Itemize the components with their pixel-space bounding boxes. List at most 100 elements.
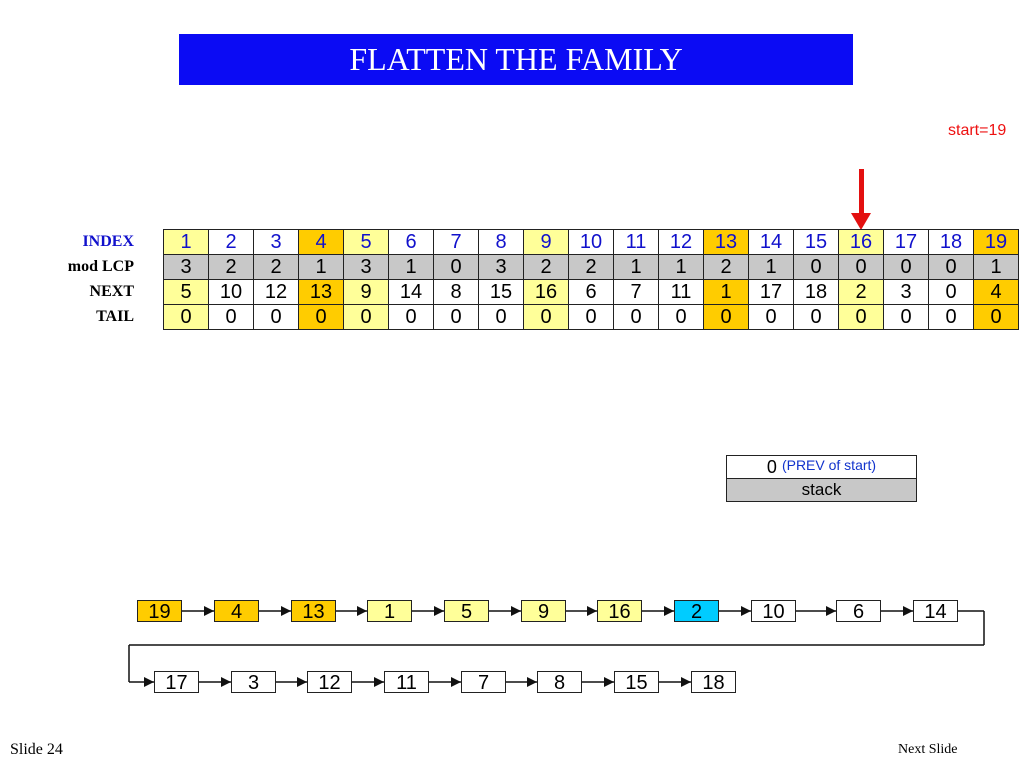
- chain-node: 19: [137, 600, 182, 623]
- next-slide-link[interactable]: Next Slide: [898, 742, 958, 757]
- index-cell: 18: [928, 229, 974, 255]
- index-cell: 3: [253, 229, 299, 255]
- tail-cell: 0: [613, 304, 659, 330]
- chain-arrowhead: [903, 606, 913, 616]
- pointer-arrow-head: [851, 213, 871, 230]
- lcp-cell: 0: [433, 254, 479, 280]
- stack-label: stack: [726, 478, 917, 502]
- lcp-cell: 1: [658, 254, 704, 280]
- next-cell: 7: [613, 279, 659, 305]
- chain-arrowhead: [664, 606, 674, 616]
- chain-node: 14: [913, 600, 958, 623]
- index-cell: 6: [388, 229, 434, 255]
- next-cell: 6: [568, 279, 614, 305]
- tail-cell: 0: [973, 304, 1019, 330]
- next-cell: 0: [928, 279, 974, 305]
- row-label-tail: TAIL: [96, 308, 134, 325]
- tail-cell: 0: [883, 304, 929, 330]
- chain-node: 11: [384, 671, 429, 694]
- chain-arrowhead: [826, 606, 836, 616]
- next-cell: 12: [253, 279, 299, 305]
- chain-arrowhead: [741, 606, 751, 616]
- chain-node: 3: [231, 671, 276, 694]
- chain-node: 1: [367, 600, 412, 623]
- index-cell: 11: [613, 229, 659, 255]
- index-cell: 4: [298, 229, 344, 255]
- next-cell: 5: [163, 279, 209, 305]
- index-cell: 2: [208, 229, 254, 255]
- index-cell: 10: [568, 229, 614, 255]
- tail-cell: 0: [253, 304, 299, 330]
- lcp-cell: 2: [703, 254, 749, 280]
- stack-box: 0 (PREV of start) stack: [726, 455, 917, 502]
- next-cell: 1: [703, 279, 749, 305]
- next-cell: 8: [433, 279, 479, 305]
- stack-note: (PREV of start): [781, 456, 877, 473]
- tail-cell: 0: [703, 304, 749, 330]
- chain-node: 17: [154, 671, 199, 694]
- tail-cell: 0: [748, 304, 794, 330]
- chain-node: 6: [836, 600, 881, 623]
- chain-arrowhead: [221, 677, 231, 687]
- chain-node: 4: [214, 600, 259, 623]
- index-cell: 14: [748, 229, 794, 255]
- chain-node: 10: [751, 600, 796, 623]
- index-cell: 9: [523, 229, 569, 255]
- chain-arrowhead: [511, 606, 521, 616]
- chain-arrowhead: [357, 606, 367, 616]
- chain-node: 7: [461, 671, 506, 694]
- lcp-cell: 3: [163, 254, 209, 280]
- slide-number: Slide 24: [10, 741, 63, 758]
- lcp-cell: 1: [388, 254, 434, 280]
- chain-arrowhead: [297, 677, 307, 687]
- chain-arrowhead: [374, 677, 384, 687]
- index-cell: 7: [433, 229, 479, 255]
- chain-arrowhead: [434, 606, 444, 616]
- row-label-index: INDEX: [82, 233, 134, 250]
- pointer-arrow-shaft: [859, 169, 864, 215]
- chain-arrowhead: [204, 606, 214, 616]
- index-cell: 1: [163, 229, 209, 255]
- lcp-cell: 1: [973, 254, 1019, 280]
- chain-arrowhead: [587, 606, 597, 616]
- row-label-lcp: mod LCP: [67, 258, 134, 275]
- tail-cell: 0: [298, 304, 344, 330]
- next-cell: 13: [298, 279, 344, 305]
- index-cell: 17: [883, 229, 929, 255]
- lcp-cell: 1: [298, 254, 344, 280]
- chain-node: 15: [614, 671, 659, 694]
- lcp-cell: 0: [793, 254, 839, 280]
- chain-arrowhead: [527, 677, 537, 687]
- tail-cell: 0: [928, 304, 974, 330]
- tail-cell: 0: [838, 304, 884, 330]
- next-cell: 17: [748, 279, 794, 305]
- chain-arrowhead: [451, 677, 461, 687]
- chain-node: 16: [597, 600, 642, 623]
- lcp-cell: 3: [343, 254, 389, 280]
- slide-title: FLATTEN THE FAMILY: [179, 34, 853, 85]
- tail-cell: 0: [388, 304, 434, 330]
- chain-node: 5: [444, 600, 489, 623]
- tail-cell: 0: [433, 304, 479, 330]
- index-cell: 19: [973, 229, 1019, 255]
- lcp-cell: 0: [883, 254, 929, 280]
- chain-arrowhead: [681, 677, 691, 687]
- next-cell: 16: [523, 279, 569, 305]
- lcp-cell: 1: [748, 254, 794, 280]
- index-cell: 8: [478, 229, 524, 255]
- chain-node: 2: [674, 600, 719, 623]
- chain-node: 9: [521, 600, 566, 623]
- next-cell: 10: [208, 279, 254, 305]
- chain-arrowhead: [604, 677, 614, 687]
- tail-cell: 0: [478, 304, 524, 330]
- row-label-next: NEXT: [89, 283, 134, 300]
- index-cell: 13: [703, 229, 749, 255]
- index-cell: 16: [838, 229, 884, 255]
- lcp-cell: 2: [523, 254, 569, 280]
- lcp-cell: 2: [253, 254, 299, 280]
